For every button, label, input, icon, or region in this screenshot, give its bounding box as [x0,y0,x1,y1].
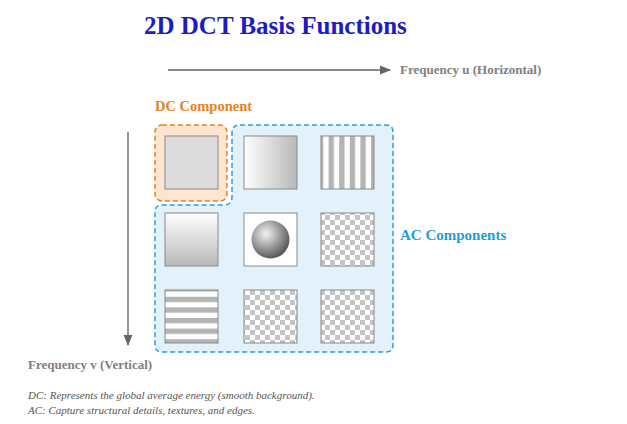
axis-label: Frequency v (Vertical) [28,357,152,373]
title: 2D DCT Basis Functions [144,12,407,40]
dc-region: DC Component [150,98,280,206]
caption-line: AC: Capture structural details, textures… [28,404,255,416]
dc-region-label: DC Component [155,98,252,115]
caption-line: DC: Represents the global average energy… [28,389,315,401]
ac-region-label: AC Components [400,227,506,244]
axis-label: Frequency u (Horizontal) [400,62,541,78]
ac-region: AC Components [155,125,623,352]
